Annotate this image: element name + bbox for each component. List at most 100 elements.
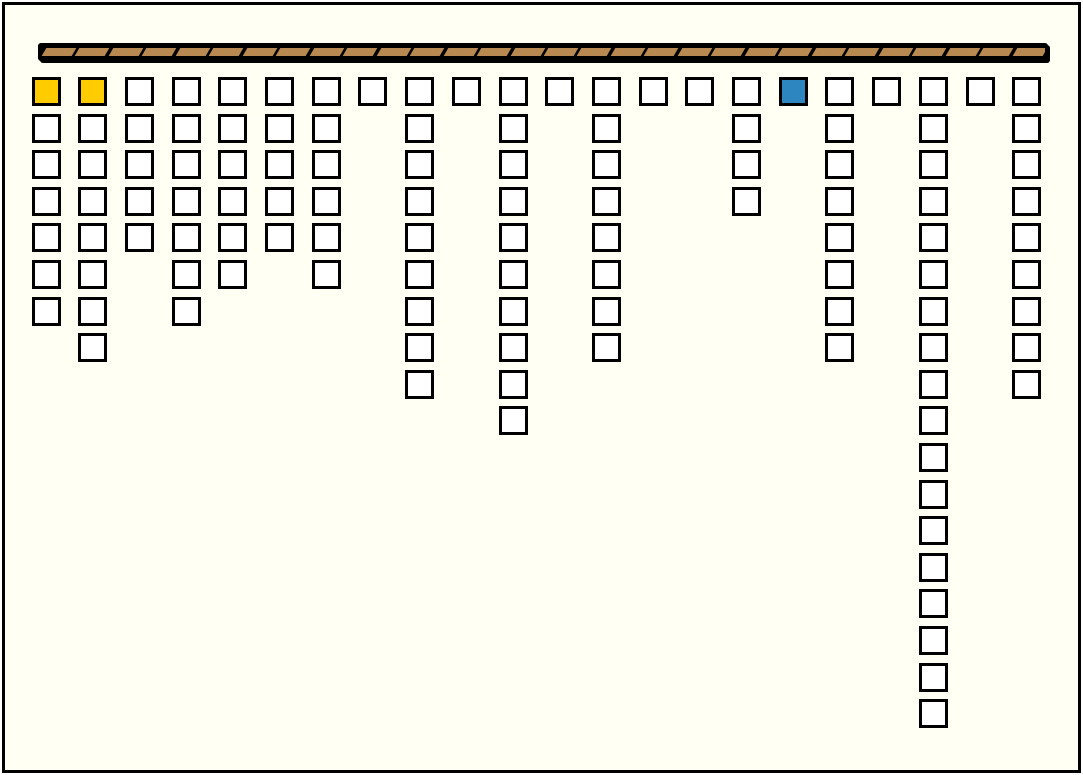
column-top-tile[interactable]: [825, 77, 855, 106]
column-tile[interactable]: [591, 260, 621, 289]
column-tile[interactable]: [1012, 150, 1042, 180]
column-tile[interactable]: [918, 662, 948, 692]
column-tile[interactable]: [265, 223, 294, 253]
column-tile[interactable]: [78, 260, 108, 289]
column-top-tile[interactable]: [358, 77, 388, 106]
column-tile[interactable]: [918, 333, 948, 363]
column-tile[interactable]: [31, 223, 61, 253]
column-tile[interactable]: [171, 260, 201, 289]
column-top-tile[interactable]: [872, 77, 902, 106]
column-top-tile[interactable]: [591, 77, 621, 106]
column-top-tile[interactable]: [311, 77, 341, 106]
column-tile[interactable]: [918, 260, 948, 289]
column-tile[interactable]: [124, 186, 154, 216]
column-tile[interactable]: [218, 186, 248, 216]
column-tile[interactable]: [171, 186, 201, 216]
column-tile[interactable]: [31, 150, 61, 180]
column-tile[interactable]: [124, 223, 154, 253]
column-tile[interactable]: [311, 150, 341, 180]
column-top-tile[interactable]: [265, 77, 294, 106]
column-tile[interactable]: [498, 186, 528, 216]
column-tile[interactable]: [918, 516, 948, 546]
column-tile[interactable]: [918, 552, 948, 582]
column-tile[interactable]: [265, 150, 294, 180]
column-top-tile[interactable]: [638, 77, 668, 106]
column-top-tile[interactable]: [218, 77, 248, 106]
column-tile[interactable]: [265, 113, 294, 143]
column-tile[interactable]: [78, 150, 108, 180]
column-tile[interactable]: [78, 113, 108, 143]
column-tile[interactable]: [78, 223, 108, 253]
column-tile[interactable]: [218, 223, 248, 253]
column-tile[interactable]: [825, 296, 855, 326]
column-tile[interactable]: [218, 150, 248, 180]
column-tile[interactable]: [732, 150, 761, 180]
column-tile[interactable]: [311, 223, 341, 253]
column-tile[interactable]: [498, 113, 528, 143]
column-tile[interactable]: [78, 186, 108, 216]
column-tile[interactable]: [825, 186, 855, 216]
column-tile[interactable]: [591, 113, 621, 143]
column-tile[interactable]: [78, 333, 108, 363]
column-tile[interactable]: [918, 406, 948, 436]
column-tile[interactable]: [591, 186, 621, 216]
column-tile[interactable]: [171, 296, 201, 326]
column-tile[interactable]: [311, 260, 341, 289]
column-tile[interactable]: [918, 186, 948, 216]
column-tile[interactable]: [498, 369, 528, 399]
column-tile[interactable]: [498, 406, 528, 436]
column-top-tile[interactable]: [498, 77, 528, 106]
column-top-tile[interactable]: [965, 77, 995, 106]
column-tile[interactable]: [78, 296, 108, 326]
column-tile[interactable]: [124, 113, 154, 143]
column-tile[interactable]: [171, 223, 201, 253]
column-tile[interactable]: [311, 113, 341, 143]
column-tile[interactable]: [218, 260, 248, 289]
column-top-tile[interactable]: [451, 77, 481, 106]
column-tile[interactable]: [498, 333, 528, 363]
column-top-tile[interactable]: [405, 77, 435, 106]
column-tile[interactable]: [918, 443, 948, 472]
column-tile[interactable]: [918, 296, 948, 326]
column-tile[interactable]: [498, 223, 528, 253]
column-top-tile[interactable]: [732, 77, 761, 106]
column-tile[interactable]: [405, 296, 435, 326]
column-tile[interactable]: [31, 260, 61, 289]
column-top-tile[interactable]: [78, 77, 108, 106]
column-tile[interactable]: [498, 150, 528, 180]
column-tile[interactable]: [918, 150, 948, 180]
column-tile[interactable]: [265, 186, 294, 216]
column-tile[interactable]: [218, 113, 248, 143]
column-tile[interactable]: [171, 150, 201, 180]
column-top-tile[interactable]: [918, 77, 948, 106]
column-top-tile[interactable]: [545, 77, 575, 106]
column-tile[interactable]: [825, 150, 855, 180]
column-tile[interactable]: [31, 296, 61, 326]
column-tile[interactable]: [732, 186, 761, 216]
column-tile[interactable]: [498, 296, 528, 326]
column-tile[interactable]: [124, 150, 154, 180]
column-tile[interactable]: [825, 113, 855, 143]
column-tile[interactable]: [31, 186, 61, 216]
column-tile[interactable]: [918, 479, 948, 509]
column-tile[interactable]: [1012, 260, 1042, 289]
column-tile[interactable]: [825, 260, 855, 289]
column-tile[interactable]: [918, 113, 948, 143]
column-tile[interactable]: [1012, 296, 1042, 326]
column-top-tile[interactable]: [1012, 77, 1042, 106]
column-tile[interactable]: [918, 589, 948, 619]
column-tile[interactable]: [918, 369, 948, 399]
column-tile[interactable]: [405, 333, 435, 363]
column-tile[interactable]: [1012, 333, 1042, 363]
column-tile[interactable]: [1012, 113, 1042, 143]
column-top-tile[interactable]: [124, 77, 154, 106]
column-tile[interactable]: [405, 223, 435, 253]
column-tile[interactable]: [918, 699, 948, 729]
column-tile[interactable]: [405, 113, 435, 143]
column-tile[interactable]: [591, 296, 621, 326]
column-tile[interactable]: [405, 260, 435, 289]
column-tile[interactable]: [405, 186, 435, 216]
column-tile[interactable]: [591, 333, 621, 363]
column-tile[interactable]: [171, 113, 201, 143]
column-tile[interactable]: [405, 150, 435, 180]
